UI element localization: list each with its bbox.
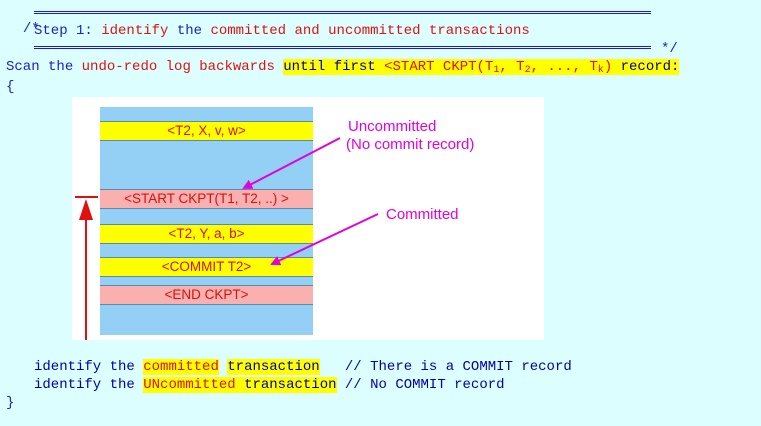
step-word-uncommitted: uncommitted bbox=[328, 23, 421, 39]
identify-committed-line: identify the committed transaction // Th… bbox=[34, 358, 572, 376]
step-prefix: Step 1: bbox=[34, 23, 93, 39]
word-un: UN bbox=[143, 377, 161, 393]
step-word-committed: committed bbox=[210, 23, 287, 39]
step-word-identify: identify bbox=[101, 23, 169, 39]
scan-until-highlight: until first <START CKPT(T1, T2, ..., Tk)… bbox=[283, 59, 680, 76]
annotation-committed: Committed bbox=[386, 206, 459, 223]
scan-until-text: until first bbox=[283, 59, 376, 75]
word-transaction-1: transaction bbox=[227, 359, 320, 375]
identify-committed-lead: identify the bbox=[34, 359, 135, 375]
scan-ckpt-record: <START CKPT(T1, T2, ..., Tk) bbox=[384, 59, 613, 76]
ckpt-sub-1: 1 bbox=[493, 65, 500, 76]
word-committed-rest: committed bbox=[160, 377, 236, 393]
scan-arrow-head bbox=[79, 199, 93, 220]
step-word-the: the bbox=[176, 23, 203, 39]
annotation-uncommitted-line2: (No commit record) bbox=[346, 136, 475, 153]
scan-record-word: record: bbox=[620, 59, 680, 75]
close-brace: } bbox=[6, 395, 15, 411]
log-record-end-ckpt: <END CKPT> bbox=[100, 285, 313, 305]
step-word-and: and bbox=[294, 23, 320, 39]
log-record-t2-x: <T2, X, v, w> bbox=[100, 121, 313, 141]
identify-uncommitted-line: identify the UNcommitted transaction // … bbox=[34, 376, 505, 394]
step-word-transactions: transactions bbox=[428, 23, 530, 39]
scan-word: Scan bbox=[6, 59, 40, 75]
word-uncommitted: UNcommitted transaction bbox=[143, 377, 337, 393]
scan-log-text: undo-redo log backwards bbox=[81, 59, 275, 75]
identify-uncommitted-lead: identify the bbox=[34, 377, 135, 393]
comment-close: */ bbox=[661, 41, 678, 57]
uncommitted-arrow bbox=[242, 137, 341, 189]
undo-redo-log: <T2, X, v, w> <START CKPT(T1, T2, ..) > … bbox=[100, 107, 313, 335]
word-committed: committed bbox=[143, 359, 219, 375]
ckpt-sub-2: 2 bbox=[524, 65, 531, 76]
ckpt-sep-1: , T bbox=[499, 59, 525, 75]
divider-bottom bbox=[34, 46, 651, 49]
word-transaction-2: transaction bbox=[244, 377, 337, 393]
committed-arrow bbox=[270, 213, 379, 266]
comment-commit-record: // There is a COMMIT record bbox=[344, 359, 572, 375]
ckpt-sep-2: , ..., T bbox=[530, 59, 598, 75]
open-brace: { bbox=[6, 79, 15, 95]
comment-no-commit-record: // No COMMIT record bbox=[344, 377, 505, 393]
comment-open: /* bbox=[6, 2, 40, 38]
ckpt-prefix: <START CKPT(T bbox=[384, 59, 494, 75]
log-record-commit-t2: <COMMIT T2> bbox=[100, 257, 313, 277]
step-title: Step 1: identify the committed and uncom… bbox=[34, 22, 530, 40]
scan-line: Scan the undo-redo log backwards until f… bbox=[6, 58, 680, 76]
annotation-uncommitted-line1: Uncommitted bbox=[348, 118, 437, 135]
divider-top bbox=[34, 11, 651, 14]
comment-open-token: /* bbox=[22, 21, 40, 37]
annotation-uncommitted: Uncommitted bbox=[348, 118, 436, 136]
ckpt-sub-k: k bbox=[597, 65, 604, 76]
backward-scan-arrow bbox=[75, 196, 98, 340]
scan-the: the bbox=[48, 59, 74, 75]
log-record-t2-y: <T2, Y, a, b> bbox=[100, 224, 313, 244]
log-diagram: <T2, X, v, w> <START CKPT(T1, T2, ..) > … bbox=[72, 97, 544, 340]
ckpt-suffix: ) bbox=[603, 59, 613, 75]
log-record-start-ckpt: <START CKPT(T1, T2, ..) > bbox=[100, 189, 313, 209]
